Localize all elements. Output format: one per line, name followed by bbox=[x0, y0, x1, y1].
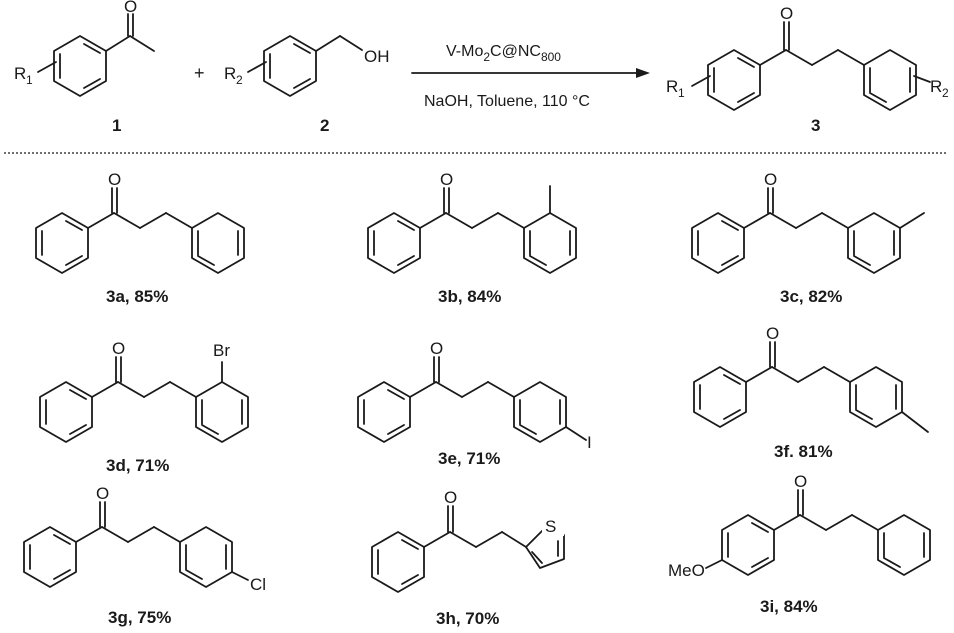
structure-3d: O Br bbox=[39, 339, 249, 443]
oxygen-label-3f: O bbox=[766, 324, 779, 343]
reactant-2-r-label: R bbox=[224, 64, 236, 83]
structure-3g: O Cl bbox=[23, 484, 266, 594]
reactant-1-label: 1 bbox=[112, 116, 121, 135]
product-r1-subscript: 1 bbox=[678, 86, 685, 100]
reactant-2-label: 2 bbox=[320, 116, 329, 135]
product-label: 3 bbox=[811, 116, 820, 135]
oxygen-label-3b: O bbox=[440, 170, 453, 189]
reactant-2-structure: OH R 2 bbox=[224, 35, 390, 97]
reaction-arrow bbox=[411, 68, 650, 78]
structure-3i: O MeO bbox=[668, 472, 931, 580]
oxygen-label-3d: O bbox=[112, 339, 125, 358]
structure-3b: O bbox=[367, 170, 577, 274]
structure-3e: O I bbox=[357, 339, 592, 452]
oxygen-label-3g: O bbox=[96, 484, 109, 503]
substituent-3i: MeO bbox=[668, 561, 705, 580]
product-carbonyl-oxygen: O bbox=[780, 4, 793, 23]
substituent-3e: I bbox=[587, 433, 592, 452]
structure-3a: O bbox=[35, 170, 245, 274]
oxygen-label-3h: O bbox=[444, 488, 457, 507]
product-r2-subscript: 2 bbox=[942, 86, 949, 100]
caption-3b: 3b, 84% bbox=[438, 287, 501, 306]
oxygen-label-3i: O bbox=[794, 472, 807, 491]
structure-3f: O bbox=[693, 324, 929, 433]
caption-3g: 3g, 75% bbox=[108, 608, 171, 627]
conditions-label: NaOH, Toluene, 110 °C bbox=[424, 93, 590, 110]
caption-3f: 3f. 81% bbox=[774, 442, 833, 461]
oxygen-label-3c: O bbox=[764, 170, 777, 189]
catalyst-label: V-Mo2C@NC800 bbox=[446, 43, 561, 64]
substituent-3g: Cl bbox=[250, 575, 266, 594]
plus-sign: + bbox=[194, 63, 205, 83]
caption-3i: 3i, 84% bbox=[760, 597, 818, 616]
structure-3h: S O bbox=[371, 488, 565, 593]
oxygen-label-3a: O bbox=[108, 170, 121, 189]
reactant-1-r-label: R bbox=[14, 64, 26, 83]
substituent-3d: Br bbox=[213, 341, 230, 360]
reactant-2-r-subscript: 2 bbox=[236, 73, 243, 87]
substituent-3h: S bbox=[545, 517, 556, 536]
caption-3d: 3d, 71% bbox=[106, 456, 169, 475]
reactant-1-carbonyl-oxygen: O bbox=[124, 0, 137, 16]
caption-3e: 3e, 71% bbox=[438, 449, 500, 468]
caption-3h: 3h, 70% bbox=[436, 609, 499, 628]
reactant-1-structure: O R 1 bbox=[14, 0, 155, 97]
oxygen-label-3e: O bbox=[430, 339, 443, 358]
product-r1-label: R bbox=[666, 77, 678, 96]
reactant-2-hydroxyl: OH bbox=[364, 47, 390, 66]
caption-3a: 3a, 85% bbox=[106, 287, 168, 306]
structure-3c: O bbox=[691, 170, 925, 274]
product-structure: O R 1 R 2 bbox=[666, 4, 949, 111]
caption-3c: 3c, 82% bbox=[780, 287, 842, 306]
product-r2-label: R bbox=[930, 77, 942, 96]
reactant-1-r-subscript: 1 bbox=[26, 73, 33, 87]
